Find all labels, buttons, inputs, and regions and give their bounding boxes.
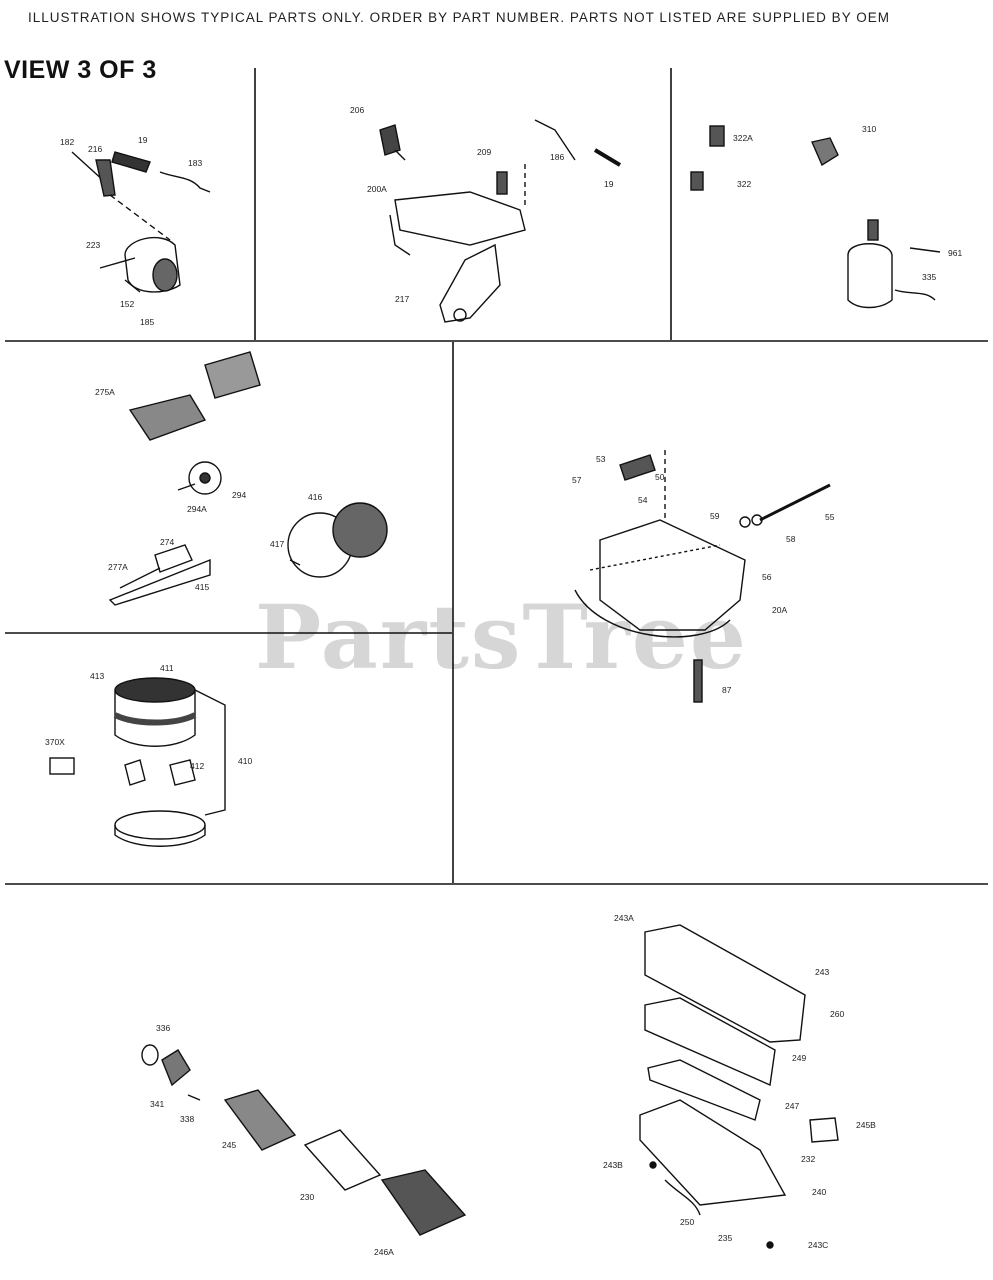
callout-54: 54 (638, 495, 648, 505)
coil-assembly (71, 151, 211, 293)
callout-245: 245 (222, 1140, 236, 1150)
callout-232: 232 (801, 1154, 815, 1164)
callout-415: 415 (195, 582, 209, 592)
callout-338: 338 (180, 1114, 194, 1124)
callout-58: 58 (786, 534, 796, 544)
callout-55: 55 (825, 512, 835, 522)
oil-filter-labels: 336 341 338 245 230 246A (150, 1023, 394, 1257)
callout-87: 87 (722, 685, 732, 695)
callout-243b: 243B (603, 1160, 623, 1170)
callout-247: 247 (785, 1101, 799, 1111)
callout-206: 206 (350, 105, 364, 115)
callout-19: 19 (138, 135, 148, 145)
breather-assembly (108, 351, 388, 606)
panel-dividers (5, 68, 988, 885)
callout-310: 310 (862, 124, 876, 134)
callout-416: 416 (308, 492, 322, 502)
callout-243a: 243A (614, 913, 634, 923)
callout-336: 336 (156, 1023, 170, 1033)
callout-183: 183 (188, 158, 202, 168)
starter-assembly (690, 125, 941, 309)
callout-186: 186 (550, 152, 564, 162)
callout-246a: 246A (374, 1247, 394, 1257)
crankcase-assembly (574, 450, 831, 703)
callout-240: 240 (812, 1187, 826, 1197)
callout-294a: 294A (187, 504, 207, 514)
callout-413: 413 (90, 671, 104, 681)
callout-412: 412 (190, 761, 204, 771)
callout-249: 249 (792, 1053, 806, 1063)
callout-410: 410 (238, 756, 252, 766)
breather-labels: 275A 294 294A 274 277A 415 416 417 (95, 387, 322, 592)
callout-19b: 19 (604, 179, 614, 189)
starter-labels: 322A 310 322 961 335 (733, 124, 962, 282)
callout-322a: 322A (733, 133, 753, 143)
callout-260: 260 (830, 1009, 844, 1019)
callout-185: 185 (140, 317, 154, 327)
callout-200a: 200A (367, 184, 387, 194)
callout-417: 417 (270, 539, 284, 549)
callout-245b: 245B (856, 1120, 876, 1130)
coil-labels: 182 216 19 183 223 152 185 (60, 135, 202, 327)
callout-341: 341 (150, 1099, 164, 1109)
callout-322: 322 (737, 179, 751, 189)
callout-223: 223 (86, 240, 100, 250)
callout-209: 209 (477, 147, 491, 157)
callout-53: 53 (596, 454, 606, 464)
callout-217: 217 (395, 294, 409, 304)
callout-152: 152 (120, 299, 134, 309)
bracket-labels: 206 209 200A 217 186 19 (350, 105, 614, 304)
callout-335: 335 (922, 272, 936, 282)
callout-57: 57 (572, 475, 582, 485)
callout-56: 56 (762, 572, 772, 582)
callout-294: 294 (232, 490, 246, 500)
callout-277a: 277A (108, 562, 128, 572)
callout-243c: 243C (808, 1240, 828, 1250)
callout-411: 411 (160, 663, 174, 673)
air-cleaner-labels: 243A 243 260 249 247 245B 243B 232 240 2… (603, 913, 876, 1250)
callout-20a: 20A (772, 605, 787, 615)
callout-216: 216 (88, 144, 102, 154)
callout-961: 961 (948, 248, 962, 258)
callout-182: 182 (60, 137, 74, 147)
callout-235: 235 (718, 1233, 732, 1243)
air-cleaner-assembly (639, 924, 839, 1249)
callout-275a: 275A (95, 387, 115, 397)
round-air-filter (49, 677, 226, 847)
illustration-note: ILLUSTRATION SHOWS TYPICAL PARTS ONLY. O… (28, 10, 890, 25)
callout-50: 50 (655, 472, 665, 482)
view-title: VIEW 3 OF 3 (4, 56, 157, 84)
callout-370x: 370X (45, 737, 65, 747)
callout-59: 59 (710, 511, 720, 521)
filter-labels: 413 411 370X 412 410 (45, 663, 252, 771)
callout-250: 250 (680, 1217, 694, 1227)
callout-243: 243 (815, 967, 829, 977)
control-bracket (379, 119, 622, 323)
crankcase-labels: 53 57 50 54 59 58 55 56 20A 87 (572, 454, 835, 695)
oil-filter-assembly (141, 1044, 467, 1236)
callout-274: 274 (160, 537, 174, 547)
callout-230: 230 (300, 1192, 314, 1202)
